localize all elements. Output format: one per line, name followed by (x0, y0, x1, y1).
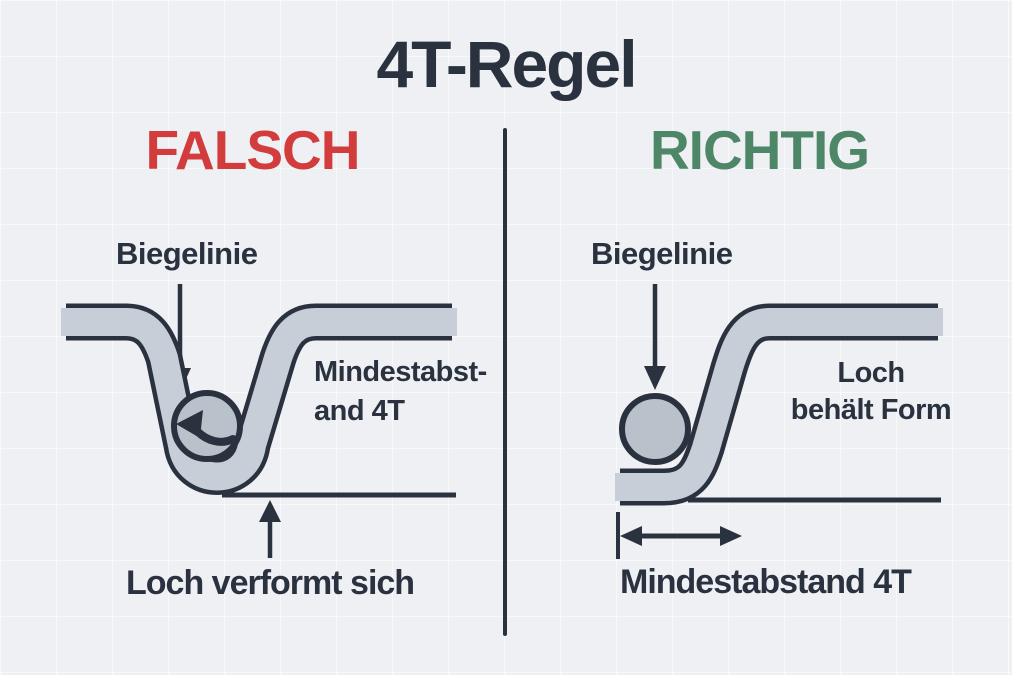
left-column-header: FALSCH (145, 119, 361, 181)
left-bend-line-label: Biegelinie (116, 236, 258, 271)
left-arrow-icon (176, 410, 237, 446)
page-title: 4T-Regel (376, 27, 637, 101)
bent-sheet-falsch (61, 308, 457, 491)
up-arrow-icon (259, 500, 281, 558)
left-min-distance-note: Mindestabst- and 4T (314, 356, 487, 427)
falsch-diagram (61, 284, 457, 558)
bent-sheet-richtig (615, 308, 943, 501)
column-divider (503, 128, 507, 636)
left-caption: Loch verformt sich (126, 564, 415, 602)
richtig-diagram (615, 284, 943, 559)
dimension-arrow-icon (616, 512, 742, 559)
right-hole-keeps-shape-note: Loch behält Form (790, 357, 952, 426)
right-column-header: RICHTIG (649, 119, 870, 181)
intact-hole (619, 393, 691, 465)
right-caption: Mindestabstand 4T (620, 563, 912, 601)
right-bend-line-label: Biegelinie (591, 236, 733, 271)
down-arrow-icon (644, 284, 666, 390)
